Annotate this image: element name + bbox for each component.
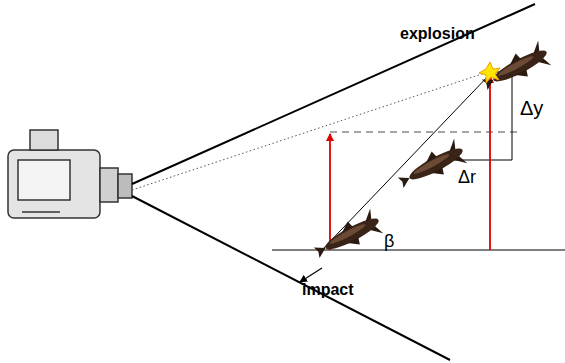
delta-y-label: Δy [520,98,543,118]
view-edge [132,196,450,360]
level-line [330,131,520,133]
impact-label: impact [302,282,354,298]
missile [394,138,469,196]
trajectory [320,72,492,252]
ground-line [272,250,565,251]
missile [478,40,553,98]
camera [8,130,132,218]
triangle [512,72,513,160]
height-arrow [329,134,331,250]
missile [310,208,385,266]
impact-arrow [300,268,322,282]
height-arrow [489,76,491,250]
delta-r-label: Δr [458,168,476,186]
angle-label: β [384,232,394,250]
view-edge [132,4,535,184]
explosion-burst [479,62,500,83]
explosion-label: explosion [400,26,475,42]
